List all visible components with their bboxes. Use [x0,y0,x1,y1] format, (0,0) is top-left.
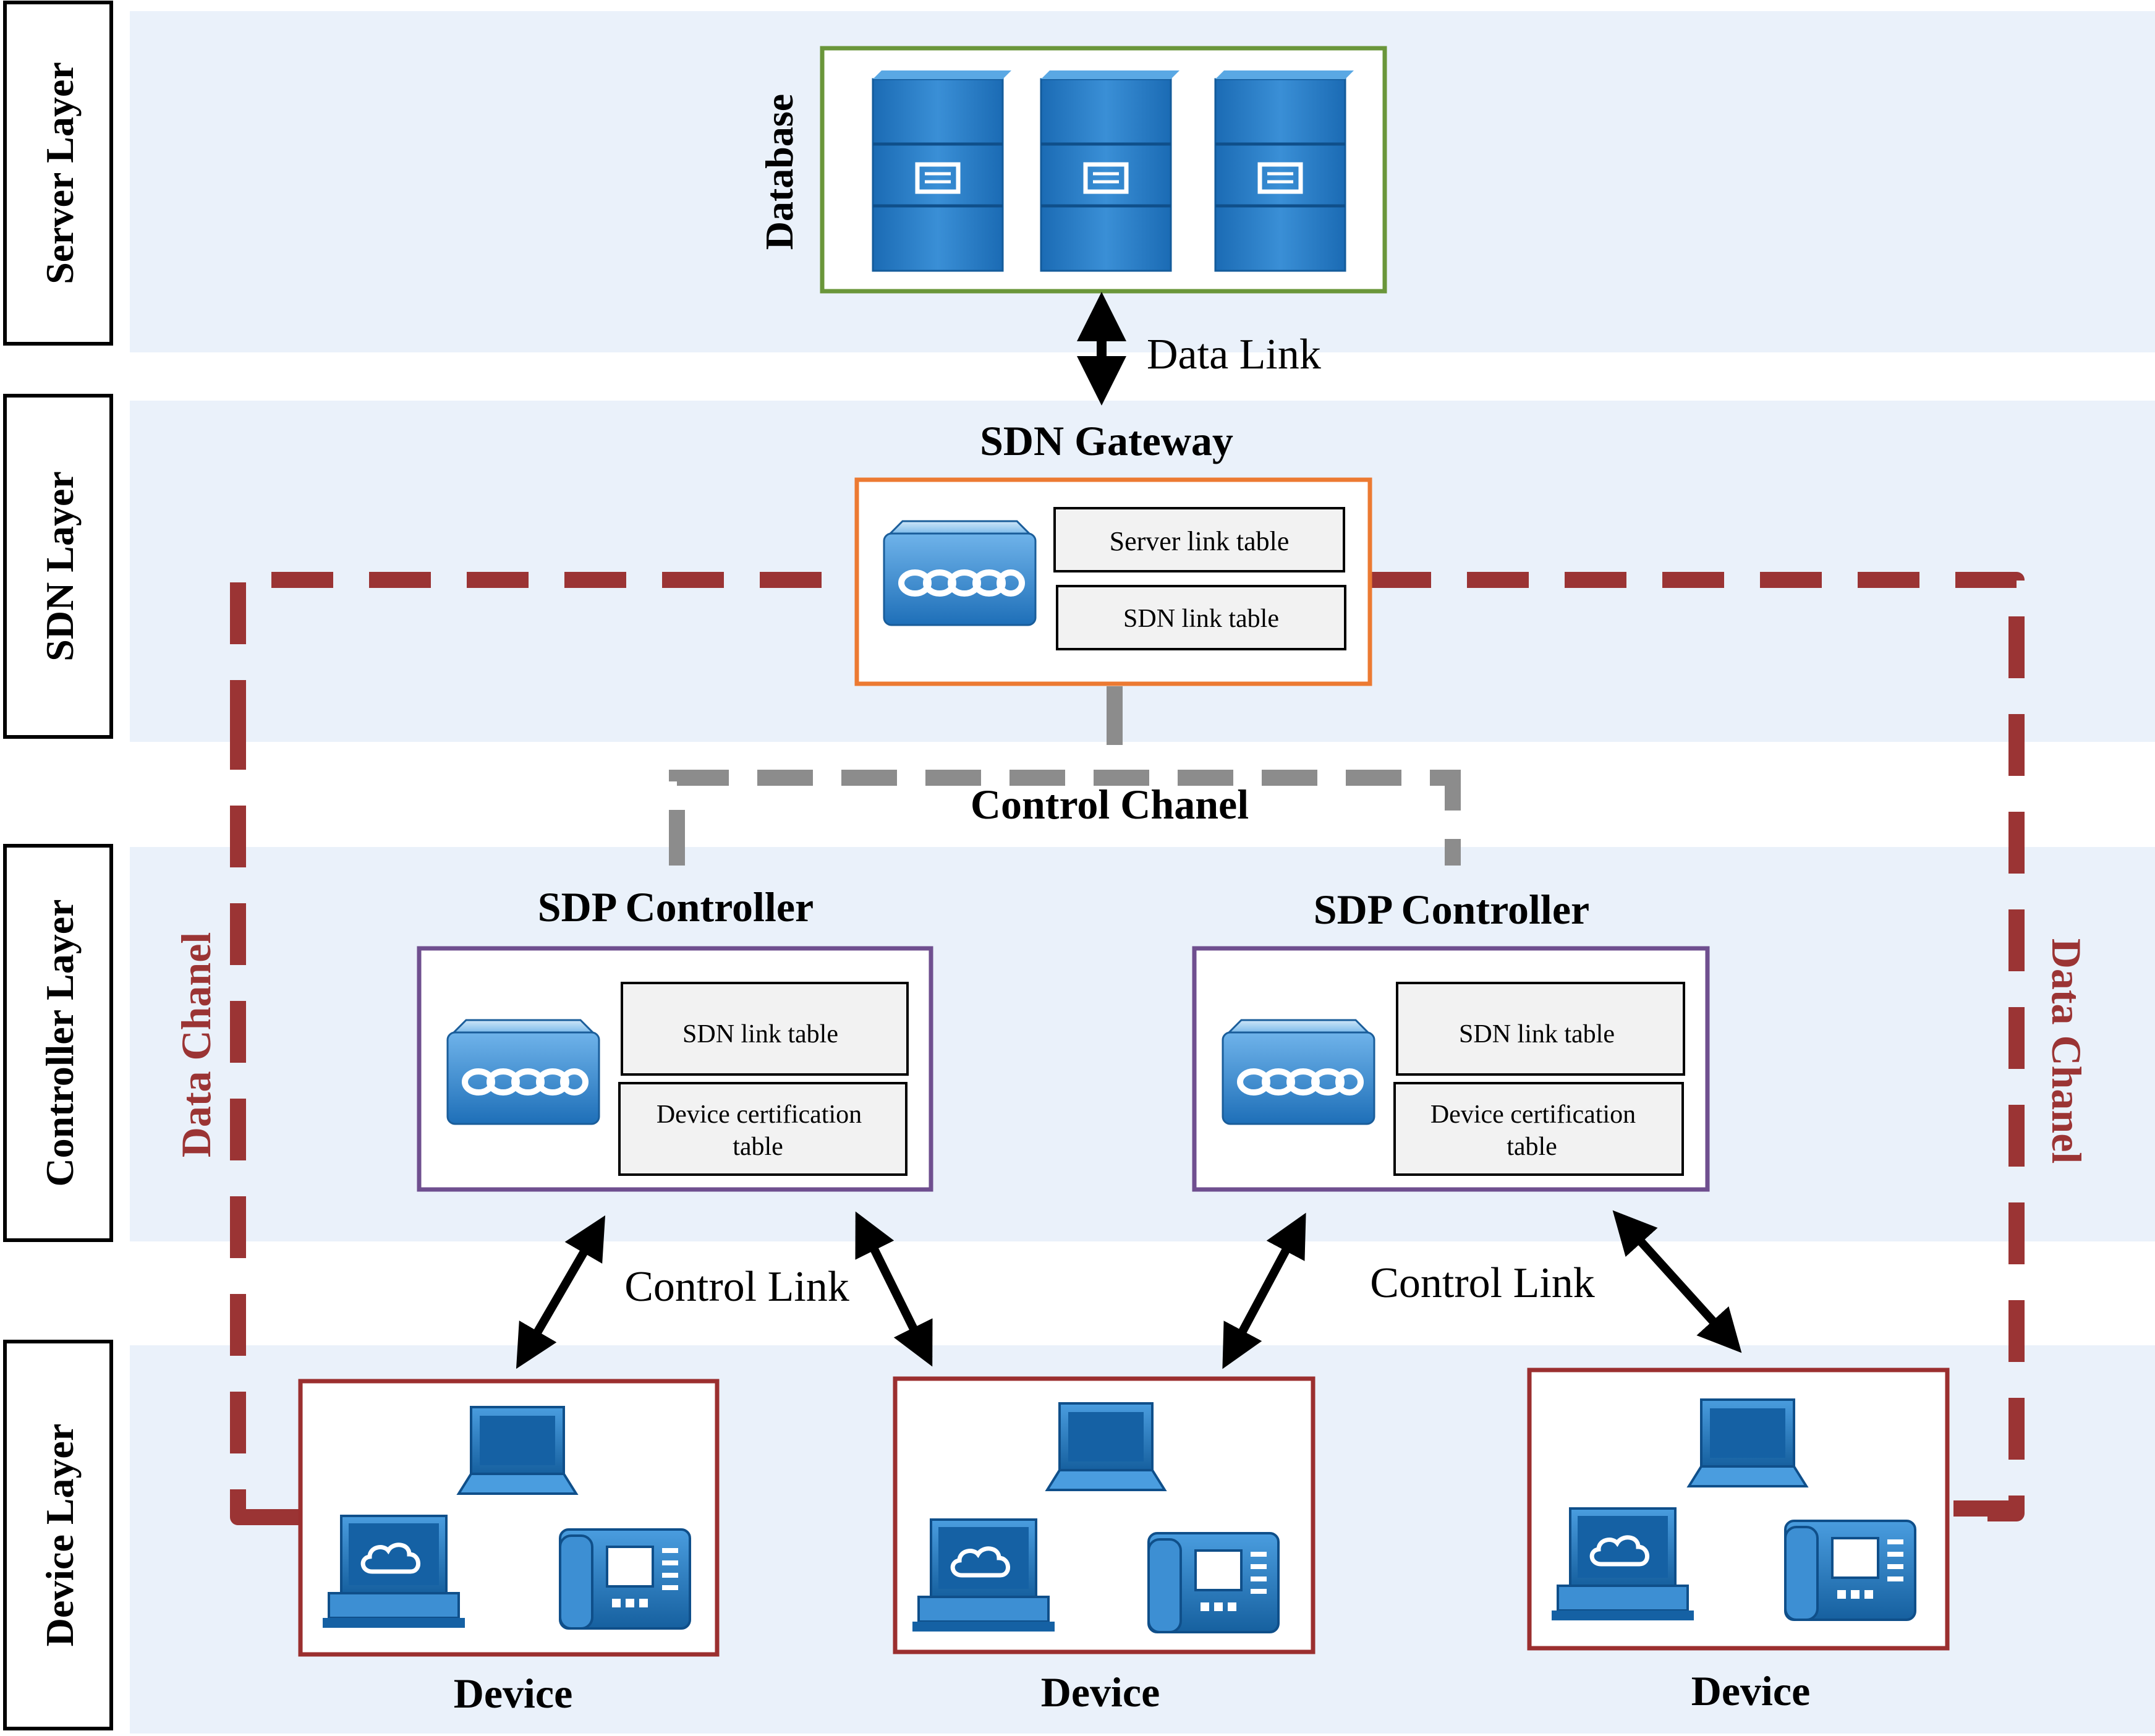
layer-label-server-text: Server Layer [38,62,82,284]
cloud-computer-icon [323,1516,465,1628]
layer-label-controller: Controller Layer [3,844,113,1242]
database-server-icon [1215,70,1354,271]
gateway-box: Server link table SDN link table [854,477,1372,686]
device-box-2 [893,1376,1316,1654]
controller-left-table-cert-line1: Device certification [657,1100,862,1129]
controller-right-table-sdn-link: SDN link table [1459,1020,1615,1049]
layer-label-sdn-text: SDN Layer [38,471,82,662]
control-channel-label: Control Chanel [971,781,1249,828]
data-channel-right-label: Data Chanel [2043,938,2090,1164]
layer-label-controller-text: Controller Layer [38,899,82,1186]
database-server-icon [1041,70,1180,271]
control-link-arrow [1222,1212,1306,1369]
laptop-icon [1046,1402,1166,1491]
laptop-icon [457,1406,577,1495]
layer-label-sdn: SDN Layer [3,394,113,739]
ip-phone-icon [1147,1532,1280,1633]
database-label: Database [757,94,801,250]
controller-left-table-cert-line2: table [733,1133,783,1161]
controller-left-title: SDP Controller [538,883,814,930]
gateway-router-icon [884,521,1035,625]
ip-phone-icon [559,1528,691,1630]
gateway-title: SDN Gateway [980,417,1233,464]
database-server-icon [873,70,1011,271]
gateway-table-sdn-link: SDN link table [1123,605,1279,633]
device-label-2: Device [1041,1669,1160,1716]
cloud-computer-icon [912,1520,1055,1632]
controller-right-box: SDN link table Device certification tabl… [1192,946,1710,1192]
control-link-arrow [516,1215,606,1369]
controller-left-router-icon [448,1020,599,1124]
controller-left-box: SDN link table Device certification tabl… [417,946,933,1192]
control-link-arrow [855,1211,933,1367]
cloud-computer-icon [1552,1508,1694,1620]
data-link-label: Data Link [1147,331,1321,378]
device-label-3: Device [1691,1667,1811,1714]
controller-right-table-cert-line2: table [1507,1133,1557,1161]
data-channel-path [230,572,2025,1525]
control-link-left-label: Control Link [624,1263,849,1311]
controller-left-table-sdn-link: SDN link table [682,1020,838,1049]
device-box-1 [298,1379,720,1657]
controller-right-router-icon [1223,1020,1374,1124]
database-box: Database [757,46,1387,294]
layer-label-server: Server Layer [3,1,113,346]
gateway-table-server-link: Server link table [1110,526,1290,556]
controller-right-table-cert-line1: Device certification [1430,1100,1636,1129]
control-link-arrow [1612,1210,1742,1353]
control-link-right-label: Control Link [1370,1259,1595,1307]
device-box-3 [1527,1368,1950,1651]
controller-right-title: SDP Controller [1314,886,1589,933]
layer-label-device: Device Layer [3,1340,113,1730]
laptop-icon [1688,1398,1808,1487]
device-label-1: Device [454,1670,573,1717]
layer-label-device-text: Device Layer [38,1424,82,1647]
data-channel-left-label: Data Chanel [172,932,219,1158]
ip-phone-icon [1784,1520,1916,1621]
